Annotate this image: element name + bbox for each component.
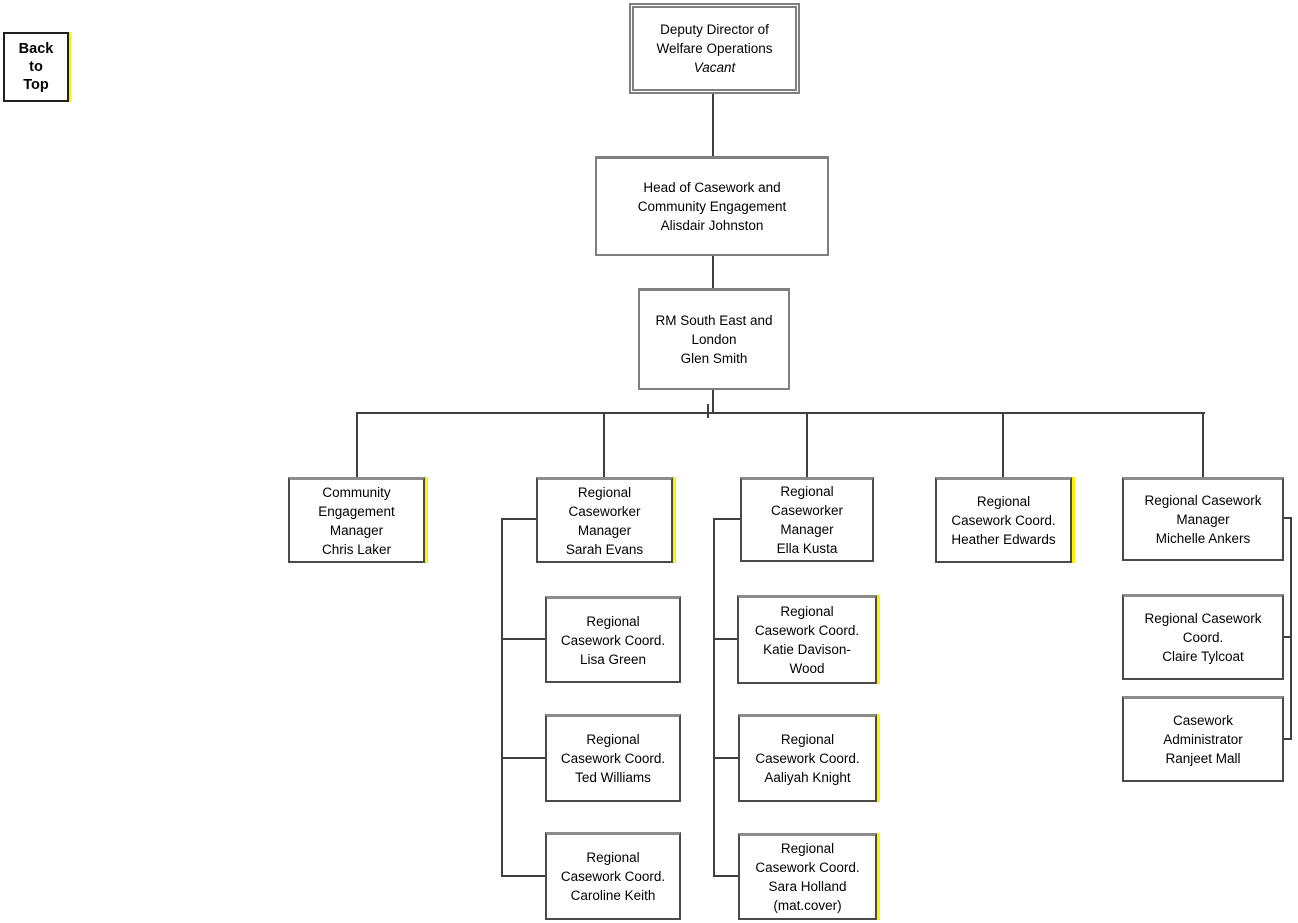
org-node-deputy-director: Deputy Director of Welfare Operations Va… bbox=[629, 3, 800, 94]
claire-name: Claire Tylcoat bbox=[1162, 649, 1244, 664]
ranjeet-name: Ranjeet Mall bbox=[1165, 751, 1241, 766]
back-to-top-button[interactable]: Back to Top bbox=[3, 32, 69, 102]
org-node-regional-caseworker-manager-ella-kusta: Regional Caseworker Manager Ella Kusta bbox=[740, 477, 874, 562]
head-role: Head of Casework and Community Engagemen… bbox=[637, 180, 787, 214]
org-node-community-engagement-manager: Community Engagement Manager Chris Laker bbox=[288, 477, 425, 563]
caroline-name: Caroline Keith bbox=[570, 888, 656, 903]
heather-name: Heather Edwards bbox=[951, 532, 1056, 547]
connector-stub-sara bbox=[713, 875, 738, 877]
connector-rm-to-bus bbox=[712, 390, 714, 414]
sara-name: Sara Holland (mat.cover) bbox=[768, 879, 847, 913]
org-node-regional-casework-coord-heather-edwards: Regional Casework Coord. Heather Edwards bbox=[935, 477, 1072, 563]
connector-drop-ella bbox=[806, 413, 808, 477]
connector-sarah-stub bbox=[502, 518, 536, 520]
sara-role: Regional Casework Coord. bbox=[755, 841, 860, 875]
ted-name: Ted Williams bbox=[575, 770, 651, 785]
deputy-status: Vacant bbox=[693, 60, 736, 75]
head-name: Alisdair Johnston bbox=[660, 218, 764, 233]
katie-role: Regional Casework Coord. bbox=[754, 604, 860, 638]
connector-bus-horizontal bbox=[356, 412, 1205, 414]
connector-ella-stub bbox=[714, 518, 740, 520]
connector-sarah-spine bbox=[501, 518, 503, 877]
org-node-regional-caseworker-manager-sarah-evans: Regional Caseworker Manager Sarah Evans bbox=[536, 477, 673, 563]
connector-stub-katie bbox=[713, 638, 737, 640]
rm-role: RM South East and London bbox=[655, 313, 773, 347]
ted-role: Regional Casework Coord. bbox=[560, 732, 666, 766]
connector-stub-ranjeet bbox=[1284, 738, 1292, 740]
org-node-regional-casework-coord-ted-williams: Regional Casework Coord. Ted Williams bbox=[545, 714, 681, 802]
chris-role: Community Engagement Manager bbox=[318, 484, 395, 538]
ella-role: Regional Caseworker Manager bbox=[770, 484, 844, 537]
connector-stub-ted bbox=[501, 757, 545, 759]
lisa-role: Regional Casework Coord. bbox=[560, 613, 666, 648]
caroline-role: Regional Casework Coord. bbox=[560, 850, 666, 884]
deputy-role: Deputy Director of Welfare Operations bbox=[656, 22, 773, 56]
org-node-regional-casework-manager-michelle-ankers: Regional Casework Manager Michelle Anker… bbox=[1122, 477, 1284, 561]
org-node-rm-south-east: RM South East and London Glen Smith bbox=[638, 288, 790, 390]
sarah-name: Sarah Evans bbox=[565, 541, 644, 557]
claire-role: Regional Casework Coord. bbox=[1144, 611, 1262, 645]
connector-drop-heather bbox=[1002, 413, 1004, 477]
katie-name: Katie Davison- Wood bbox=[763, 642, 851, 676]
lisa-name: Lisa Green bbox=[579, 651, 647, 667]
connector-stub-aaliyah bbox=[713, 757, 738, 759]
michelle-name: Michelle Ankers bbox=[1155, 531, 1251, 546]
aaliyah-role: Regional Casework Coord. bbox=[755, 732, 860, 766]
ranjeet-role: Casework Administrator bbox=[1163, 713, 1243, 747]
heather-role: Regional Casework Coord. bbox=[951, 494, 1056, 528]
org-node-regional-casework-coord-sara-holland: Regional Casework Coord. Sara Holland (m… bbox=[738, 833, 877, 920]
connector-drop-sarah bbox=[603, 413, 605, 477]
connector-ella-spine bbox=[713, 518, 715, 877]
org-node-regional-casework-coord-caroline-keith: Regional Casework Coord. Caroline Keith bbox=[545, 832, 681, 920]
org-node-casework-administrator-ranjeet-mall: Casework Administrator Ranjeet Mall bbox=[1122, 696, 1284, 782]
org-node-regional-casework-coord-lisa-green: Regional Casework Coord. Lisa Green bbox=[545, 596, 681, 683]
connector-michelle-stub bbox=[1284, 517, 1292, 519]
org-node-regional-casework-coord-claire-tylcoat: Regional Casework Coord. Claire Tylcoat bbox=[1122, 594, 1284, 680]
connector-head-to-rm bbox=[712, 256, 714, 288]
connector-stub-caroline bbox=[501, 875, 545, 877]
aaliyah-name: Aaliyah Knight bbox=[764, 770, 851, 785]
connector-drop-chris bbox=[356, 413, 358, 477]
connector-junction-tick bbox=[707, 404, 709, 418]
connector-deputy-to-head bbox=[712, 94, 714, 156]
connector-stub-claire bbox=[1284, 636, 1292, 638]
michelle-role: Regional Casework Manager bbox=[1144, 493, 1262, 527]
org-node-head-of-casework: Head of Casework and Community Engagemen… bbox=[595, 156, 829, 256]
org-node-regional-casework-coord-aaliyah-knight: Regional Casework Coord. Aaliyah Knight bbox=[738, 714, 877, 802]
sarah-role: Regional Caseworker Manager bbox=[568, 484, 641, 538]
rm-name: Glen Smith bbox=[680, 351, 748, 366]
chris-name: Chris Laker bbox=[321, 541, 392, 557]
connector-drop-michelle bbox=[1202, 413, 1204, 478]
org-node-regional-casework-coord-katie-davison-wood: Regional Casework Coord. Katie Davison- … bbox=[737, 595, 877, 684]
connector-stub-lisa bbox=[501, 638, 545, 640]
connector-michelle-spine bbox=[1290, 517, 1292, 740]
ella-name: Ella Kusta bbox=[776, 541, 838, 556]
